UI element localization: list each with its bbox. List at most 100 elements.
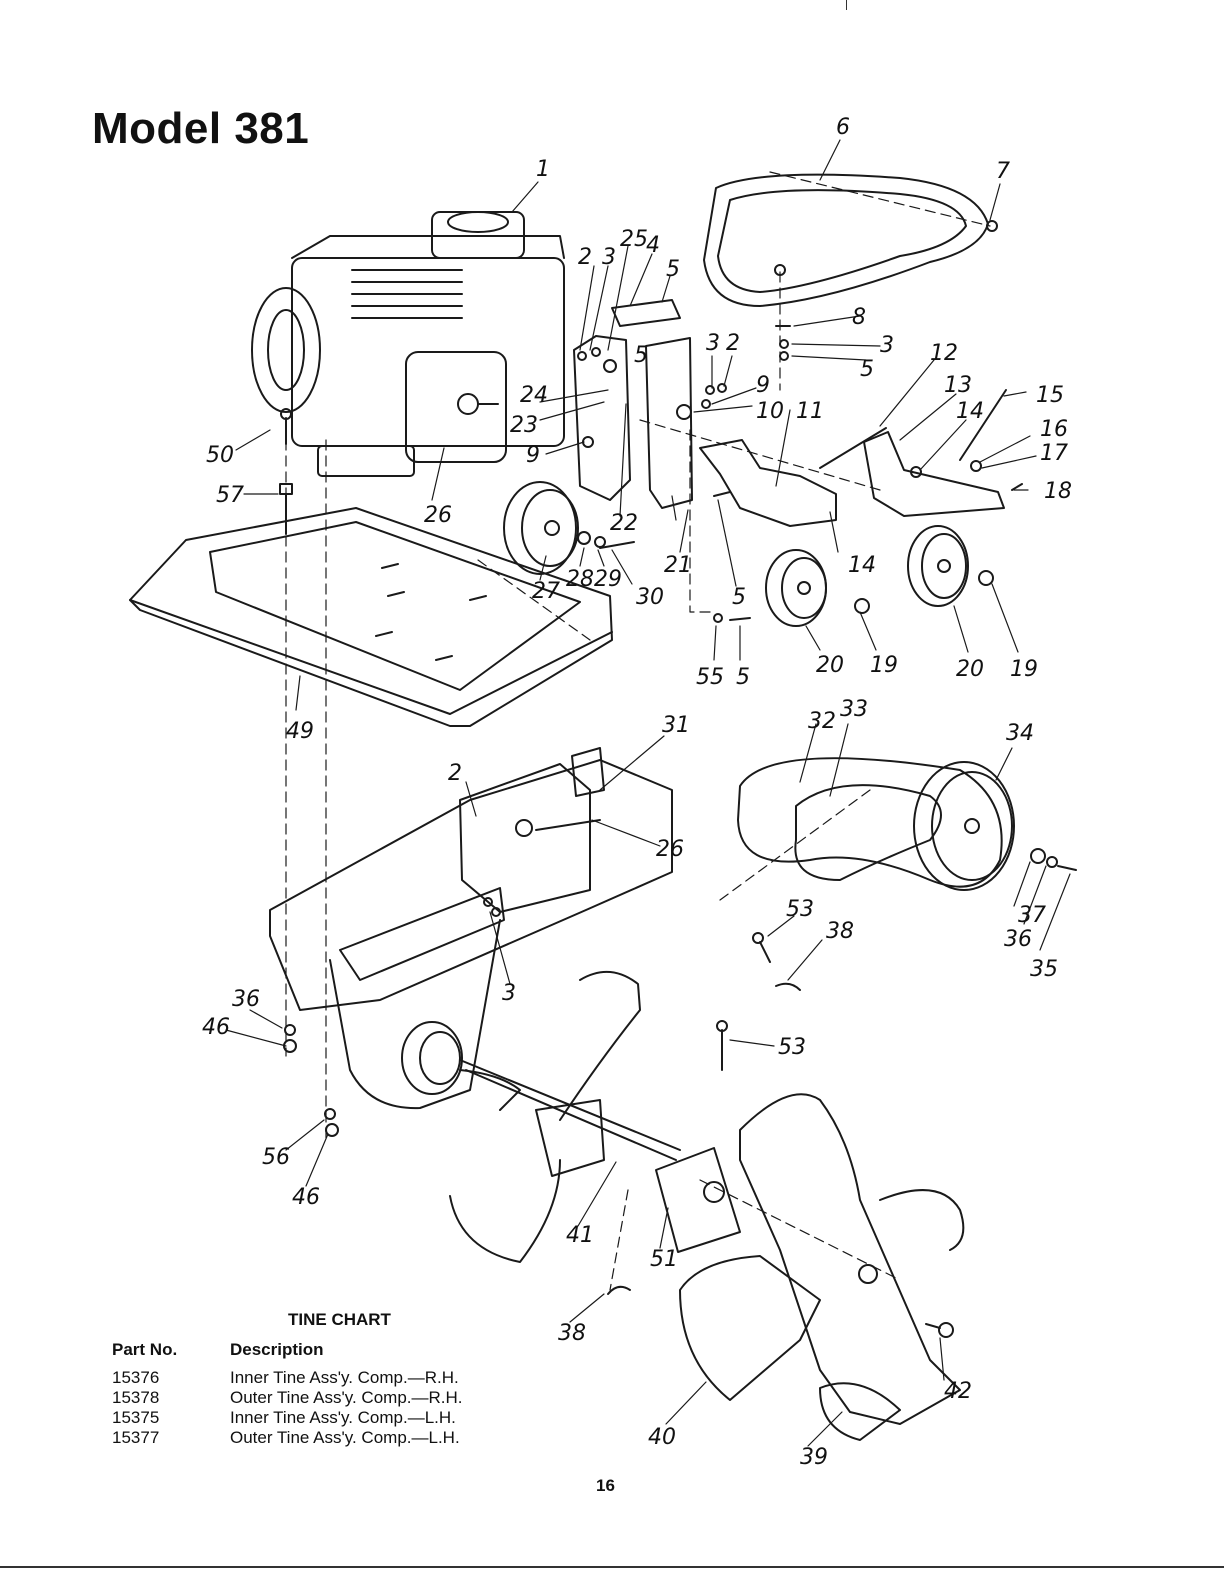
leader-lines	[225, 139, 1071, 1447]
part-description: Outer Tine Ass'y. Comp.—R.H.	[230, 1388, 463, 1407]
callout-number: 19	[870, 653, 898, 678]
callout-number: 57	[216, 483, 244, 508]
callout-number: 6	[836, 115, 850, 140]
callout-number: 3	[880, 333, 894, 358]
callout-number: 38	[826, 919, 854, 944]
hardware-drawing	[279, 220, 1077, 1338]
belt-cover-drawing	[703, 173, 989, 307]
callout-number: 2	[726, 331, 740, 356]
engine-base-plate-drawing	[129, 507, 613, 727]
callout-number: 29	[594, 567, 622, 592]
belts-drawing	[737, 757, 1003, 888]
callout-number: 12	[930, 341, 958, 366]
callout-number: 20	[956, 657, 984, 682]
callout-number: 10	[756, 399, 784, 424]
transmission-frame-drawing	[269, 747, 681, 1161]
callout-number: 39	[800, 1445, 828, 1470]
tine-chart-title: TINE CHART	[288, 1310, 391, 1329]
callout-number: 49	[286, 719, 314, 744]
engine-drawing	[251, 211, 565, 477]
callout-number: 55	[696, 665, 724, 690]
callout-number: 3	[602, 245, 616, 270]
part-number: 15375	[112, 1408, 160, 1427]
callout-number: 36	[232, 987, 260, 1012]
callout-number: 34	[1006, 721, 1034, 746]
callout-number: 30	[636, 585, 664, 610]
callout-number: 5	[634, 343, 648, 368]
callout-number: 41	[566, 1223, 594, 1248]
callout-number: 15	[1036, 383, 1064, 408]
callout-number: 3	[706, 331, 720, 356]
tine-chart-row: 15376 Inner Tine Ass'y. Comp.—R.H.	[112, 1368, 552, 1388]
callout-number: 51	[650, 1247, 678, 1272]
callout-number: 17	[1040, 441, 1068, 466]
tine-chart-row: 15378 Outer Tine Ass'y. Comp.—R.H.	[112, 1388, 552, 1408]
callout-number: 16	[1040, 417, 1068, 442]
callout-number: 42	[944, 1379, 972, 1404]
callout-number: 46	[292, 1185, 320, 1210]
callout-number: 35	[1030, 957, 1058, 982]
page-number: 16	[596, 1476, 615, 1495]
pulleys-drawing	[503, 481, 1015, 891]
tines-drawing	[449, 970, 965, 1441]
callout-number: 4	[646, 233, 660, 258]
part-description: Inner Tine Ass'y. Comp.—L.H.	[230, 1408, 456, 1427]
callout-number: 14	[956, 399, 984, 424]
callout-number: 9	[756, 373, 770, 398]
part-description: Inner Tine Ass'y. Comp.—R.H.	[230, 1368, 459, 1387]
tine-chart-row: 15375 Inner Tine Ass'y. Comp.—L.H.	[112, 1408, 552, 1428]
callout-number: 33	[840, 697, 868, 722]
callout-number: 24	[520, 383, 548, 408]
callout-number: 37	[1018, 903, 1046, 928]
page-title: Model 381	[92, 104, 310, 153]
callout-number: 18	[1044, 479, 1072, 504]
tine-chart-header-description: Description	[230, 1340, 324, 1359]
callout-number: 53	[778, 1035, 806, 1060]
assembly-lines	[285, 171, 991, 1291]
tine-chart-rows: 15376 Inner Tine Ass'y. Comp.—R.H. 15378…	[112, 1368, 552, 1448]
callout-number: 26	[656, 837, 684, 862]
callout-number: 31	[662, 713, 690, 738]
callout-number: 14	[848, 553, 876, 578]
callout-number: 19	[1010, 657, 1038, 682]
part-number: 15377	[112, 1428, 160, 1447]
callout-number: 11	[796, 399, 824, 424]
scan-edge-line	[0, 1566, 1224, 1568]
callout-number: 9	[526, 443, 540, 468]
callout-number: 32	[808, 709, 836, 734]
callout-number: 40	[648, 1425, 676, 1450]
callout-number: 2	[578, 245, 592, 270]
callout-number: 5	[732, 585, 746, 610]
callout-number: 5	[736, 665, 750, 690]
callout-number: 22	[610, 511, 638, 536]
callout-number: 36	[1004, 927, 1032, 952]
scan-mark	[846, 0, 847, 10]
callout-number: 8	[852, 305, 866, 330]
tine-chart-header-part: Part No.	[112, 1340, 178, 1359]
callout-number: 25	[620, 227, 648, 252]
callout-number: 53	[786, 897, 814, 922]
part-number: 15378	[112, 1388, 160, 1407]
part-number: 15376	[112, 1368, 160, 1387]
callout-number: 5	[860, 357, 874, 382]
callout-number: 46	[202, 1015, 230, 1040]
callout-number: 21	[664, 553, 692, 578]
callout-number: 50	[206, 443, 234, 468]
callout-number: 56	[262, 1145, 290, 1170]
callout-number: 26	[424, 503, 452, 528]
callout-number: 38	[558, 1321, 586, 1346]
callout-number: 2	[448, 761, 462, 786]
callout-number: 23	[510, 413, 538, 438]
callout-number: 27	[532, 579, 560, 604]
part-description: Outer Tine Ass'y. Comp.—L.H.	[230, 1428, 460, 1447]
callout-number: 3	[502, 981, 516, 1006]
callout-number: 28	[566, 567, 594, 592]
callout-number: 13	[944, 373, 972, 398]
callout-number: 7	[996, 159, 1010, 184]
clutch-bracket-drawing	[573, 299, 1007, 527]
callout-number: 5	[666, 257, 680, 282]
tine-chart-row: 15377 Outer Tine Ass'y. Comp.—L.H.	[112, 1428, 552, 1448]
callout-number: 1	[536, 157, 550, 182]
